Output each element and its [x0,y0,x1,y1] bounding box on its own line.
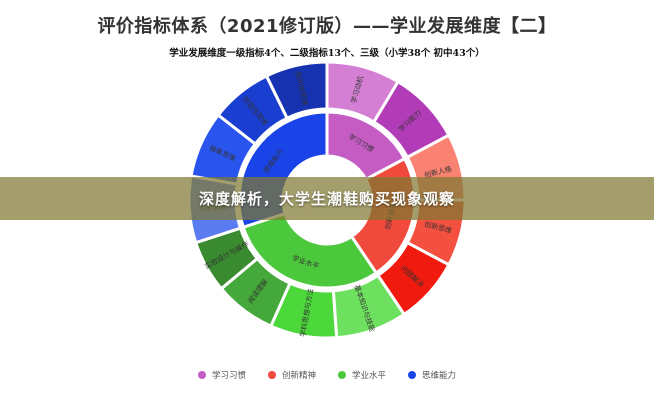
legend-label: 创新精神 [281,371,316,381]
chart-title: 评价指标体系（2021修订版）——学业发展维度【二】 [97,16,557,37]
legend-label: 思维能力 [422,371,457,381]
legend-item-thinking[interactable]: 思维能力 [408,369,456,381]
legend-item-study-habits[interactable]: 学习习惯 [197,369,246,381]
chart-subtitle: 学业发展维度一级指标4个、二级指标13个、三级（小学38个 初中43个） [169,48,485,59]
legend-item-innovation[interactable]: 创新精神 [267,369,316,381]
outer-segment[interactable] [264,60,329,121]
legend-label: 学习习惯 [211,371,246,381]
inner-segment[interactable] [241,211,379,290]
banner-text: 深度解析，大学生潮鞋购买现象观察 [198,190,455,208]
legend-dot-icon [267,371,276,379]
legend-dot-icon [408,371,417,379]
legend-dot-icon [197,371,206,379]
legend-dot-icon [338,371,346,379]
overlay-banner: 深度解析，大学生潮鞋购买现象观察 [0,177,654,220]
legend: 学习习惯 创新精神 学业水平 思维能力 [0,369,654,381]
legend-label: 学业水平 [352,371,387,381]
legend-item-academic-level[interactable]: 学业水平 [338,369,386,381]
